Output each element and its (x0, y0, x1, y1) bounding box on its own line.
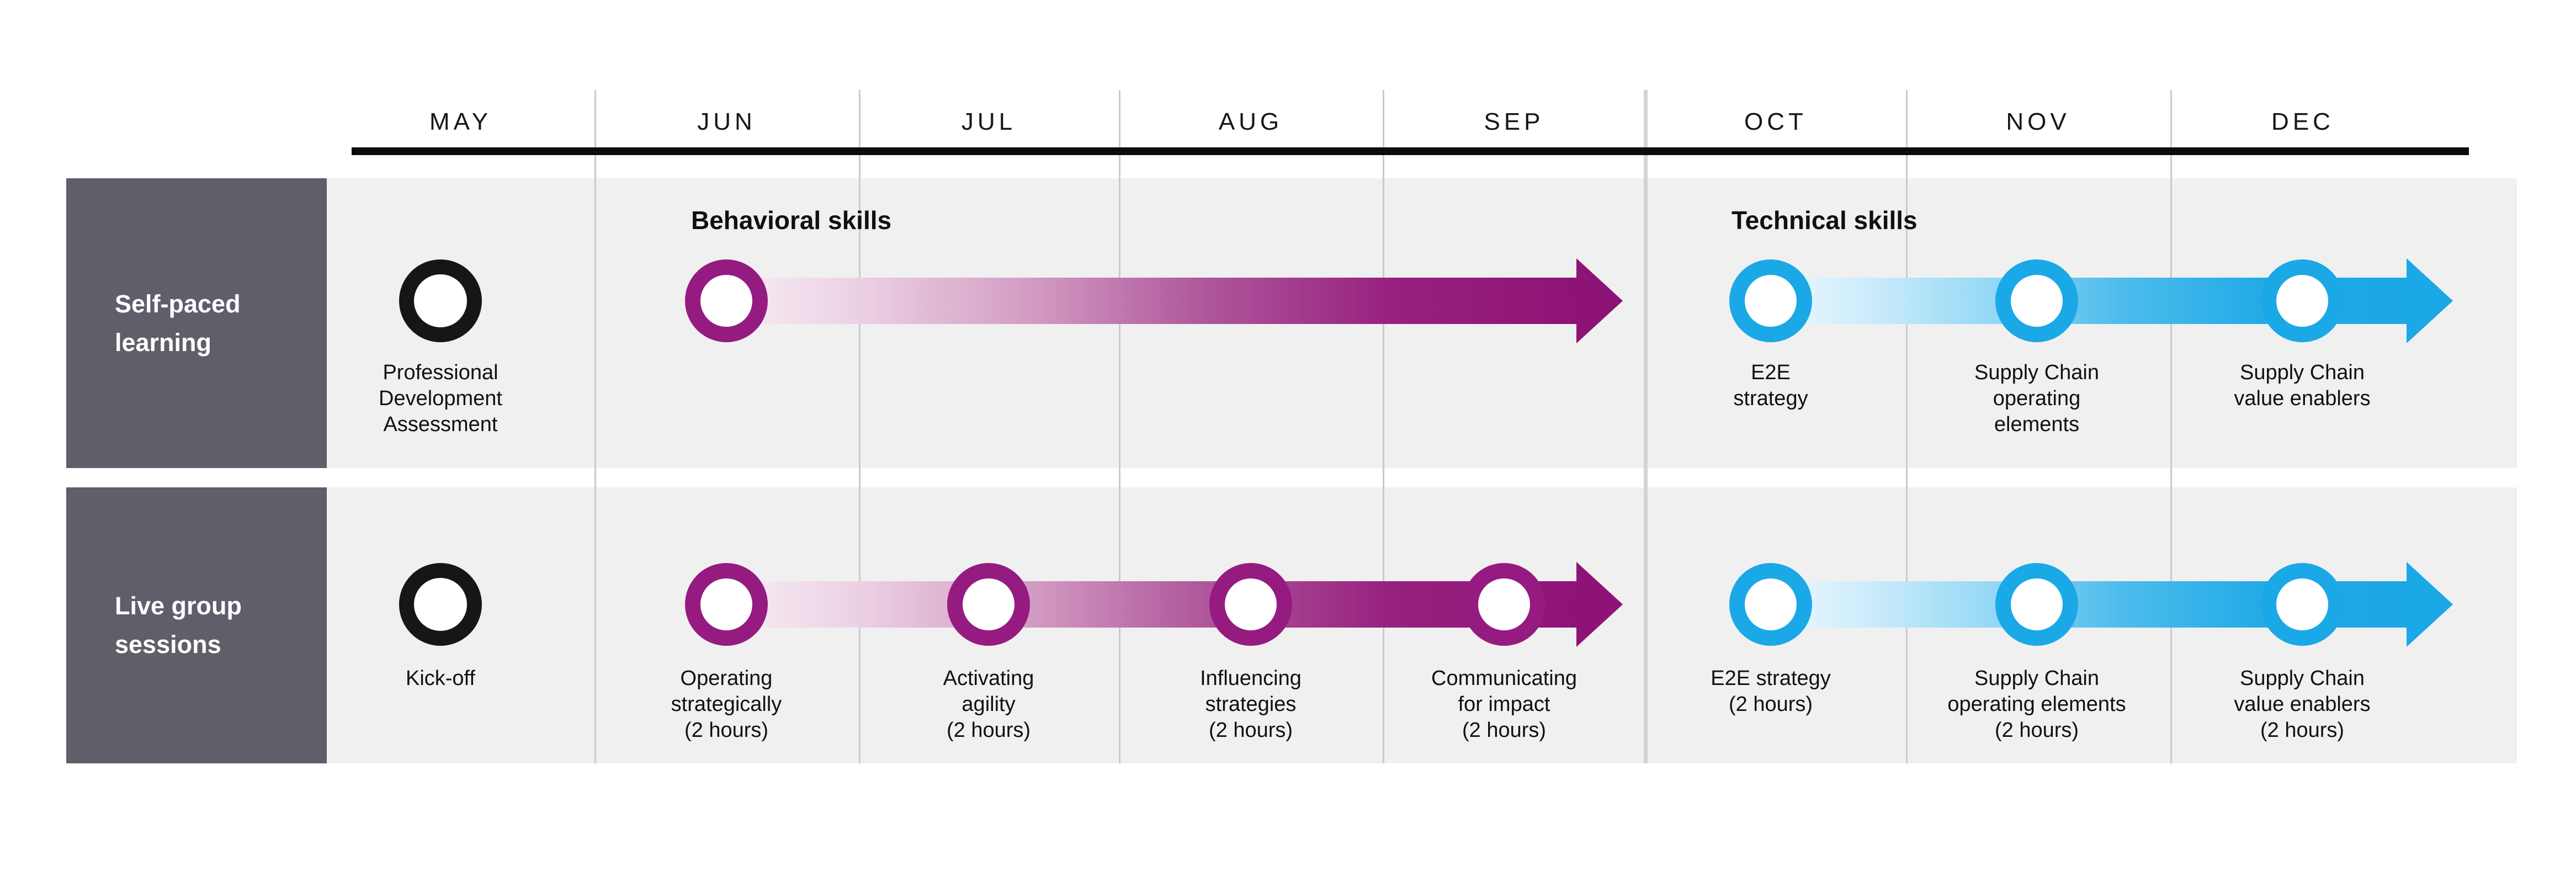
month-label-sep: SEP (1484, 108, 1544, 135)
milestone-ring-pda-icon (399, 259, 482, 342)
divider-oct-nov (1906, 90, 1908, 763)
month-label-oct: OCT (1744, 108, 1807, 135)
divider-may-jun (594, 90, 596, 763)
technical-arrowhead-row2-icon (2407, 562, 2453, 647)
milestone-label-pda: Professional Development Assessment (379, 361, 502, 437)
milestone-label-sc-value-enablers-session: Supply Chain value enablers (2 hours) (2234, 667, 2371, 742)
month-label-aug: AUG (1218, 108, 1283, 135)
row-label-live-group-sessions: Live group sessions (66, 487, 327, 763)
milestone-label-sc-operating-elements: Supply Chain operating elements (1974, 361, 2100, 437)
milestone-label-sc-value-enablers: Supply Chain value enablers (2234, 361, 2371, 411)
milestone-label-activating-agility: Activating agility (2 hours) (943, 667, 1034, 742)
technical-arrowhead-row1-icon (2407, 258, 2453, 343)
divider-nov-dec (2170, 90, 2172, 763)
month-label-jun: JUN (697, 108, 756, 135)
milestone-ring-e2e-strategy-icon (1729, 259, 1812, 342)
month-label-jul: JUL (961, 108, 1017, 135)
milestone-label-e2e-strategy: E2E strategy (1733, 361, 1808, 411)
divider-jun-jul (859, 90, 861, 763)
row-label-self-paced-learning: Self-paced learning (66, 178, 327, 468)
month-label-may: MAY (429, 108, 492, 135)
milestone-ring-sc-operating-elements-session-icon (1995, 563, 2078, 646)
milestone-label-e2e-strategy-session: E2E strategy (2 hours) (1711, 667, 1831, 716)
milestone-label-kickoff: Kick-off (405, 667, 475, 690)
divider-jul-aug (1119, 90, 1120, 763)
milestone-ring-sc-value-enablers-icon (2261, 259, 2344, 342)
milestone-ring-e2e-strategy-session-icon (1729, 563, 1812, 646)
track-heading-behavioral-skills: Behavioral skills (691, 206, 892, 235)
milestone-label-operating-strategically: Operating strategically (2 hours) (671, 667, 782, 742)
behavioral-arrowhead-row2-icon (1576, 562, 1623, 647)
milestone-ring-influencing-strategies-icon (1209, 563, 1292, 646)
milestone-label-influencing-strategies: Influencing strategies (2 hours) (1200, 667, 1302, 742)
milestone-label-sc-operating-elements-session: Supply Chain operating elements (2 hours… (1947, 667, 2126, 742)
milestone-ring-kickoff-icon (399, 563, 482, 646)
behavioral-gradient-arrow-row2 (726, 581, 1576, 628)
track-heading-technical-skills: Technical skills (1732, 206, 1918, 235)
milestone-ring-activating-agility-icon (947, 563, 1030, 646)
milestone-label-communicating-for-impact: Communicating for impact (2 hours) (1431, 667, 1577, 742)
milestone-ring-sc-operating-elements-icon (1995, 259, 2078, 342)
milestone-ring-communicating-for-impact-icon (1463, 563, 1545, 646)
divider-sep-oct-track-split (1644, 90, 1648, 763)
behavioral-arrowhead-row1-icon (1576, 258, 1623, 343)
milestone-ring-sc-value-enablers-session-icon (2261, 563, 2344, 646)
milestone-ring-behavioral-start-icon (685, 259, 768, 342)
timeline-axis-bar (352, 147, 2469, 155)
month-label-nov: NOV (2006, 108, 2070, 135)
milestone-ring-operating-strategically-icon (685, 563, 768, 646)
month-label-dec: DEC (2271, 108, 2334, 135)
divider-aug-sep (1383, 90, 1384, 763)
behavioral-gradient-arrow-row1 (726, 278, 1576, 324)
